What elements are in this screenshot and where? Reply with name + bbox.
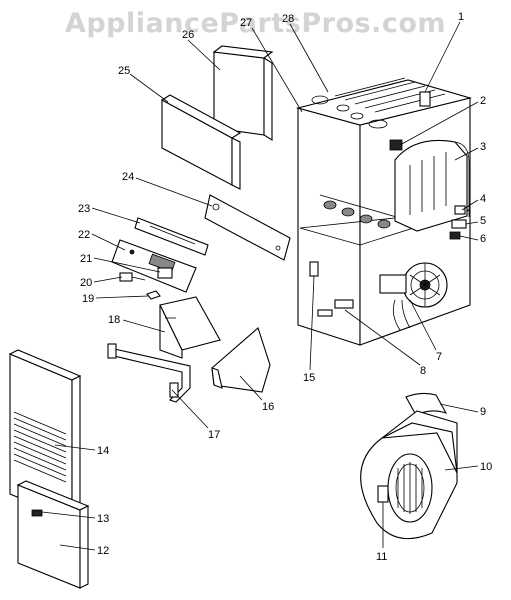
callout-26: 26 (182, 29, 194, 41)
part-23-bracket (134, 217, 209, 256)
callout-6: 6 (480, 233, 486, 245)
callout-3: 3 (480, 141, 486, 153)
callout-11: 11 (376, 551, 387, 563)
burner-assembly (319, 194, 401, 229)
part-11-motor-mount (377, 485, 389, 503)
callout-1: 1 (458, 11, 464, 23)
callout-8: 8 (420, 365, 426, 377)
part-25-panel (160, 94, 242, 190)
part-22-control-board (111, 239, 197, 293)
part-2-sensor (389, 139, 403, 151)
part-3-heat-exchanger (394, 139, 470, 232)
callout-24: 24 (122, 171, 134, 183)
callout-25: 25 (118, 65, 130, 77)
part-7-blower-motor (379, 262, 448, 331)
part-18-bracket (159, 296, 221, 359)
callout-4: 4 (480, 193, 486, 205)
callout-13: 13 (97, 513, 109, 525)
callout-5: 5 (480, 215, 486, 227)
callout-21: 21 (80, 253, 92, 265)
part-13-label (31, 509, 43, 517)
callout-14: 14 (97, 445, 109, 457)
callout-7: 7 (436, 351, 442, 363)
part-16-bracket (211, 327, 271, 393)
part-1-limit-switch (419, 91, 431, 107)
callout-20: 20 (80, 277, 92, 289)
part-14-door (8, 349, 82, 521)
part-17-rod (107, 343, 191, 403)
callout-16: 16 (262, 401, 274, 413)
callout-22: 22 (78, 229, 90, 241)
callout-17: 17 (208, 429, 220, 441)
callout-numbers: 1 2 3 4 5 6 7 8 9 10 11 12 13 14 15 16 1… (78, 11, 492, 563)
callout-18: 18 (108, 314, 120, 326)
callout-2: 2 (480, 95, 486, 107)
part-26-panel (212, 45, 274, 141)
part-10-blower-housing (360, 410, 458, 540)
part-19-clip (146, 290, 161, 300)
callout-9: 9 (480, 406, 486, 418)
part-21-transformer (157, 267, 173, 279)
callout-28: 28 (282, 13, 294, 25)
callout-12: 12 (97, 545, 109, 557)
callout-23: 23 (78, 203, 90, 215)
door-louvers (13, 411, 67, 483)
callout-19: 19 (82, 293, 94, 305)
part-24-plate (204, 194, 291, 261)
callout-27: 27 (240, 17, 252, 29)
callout-10: 10 (480, 461, 492, 473)
callout-15: 15 (303, 372, 315, 384)
leader-lines (41, 21, 479, 551)
